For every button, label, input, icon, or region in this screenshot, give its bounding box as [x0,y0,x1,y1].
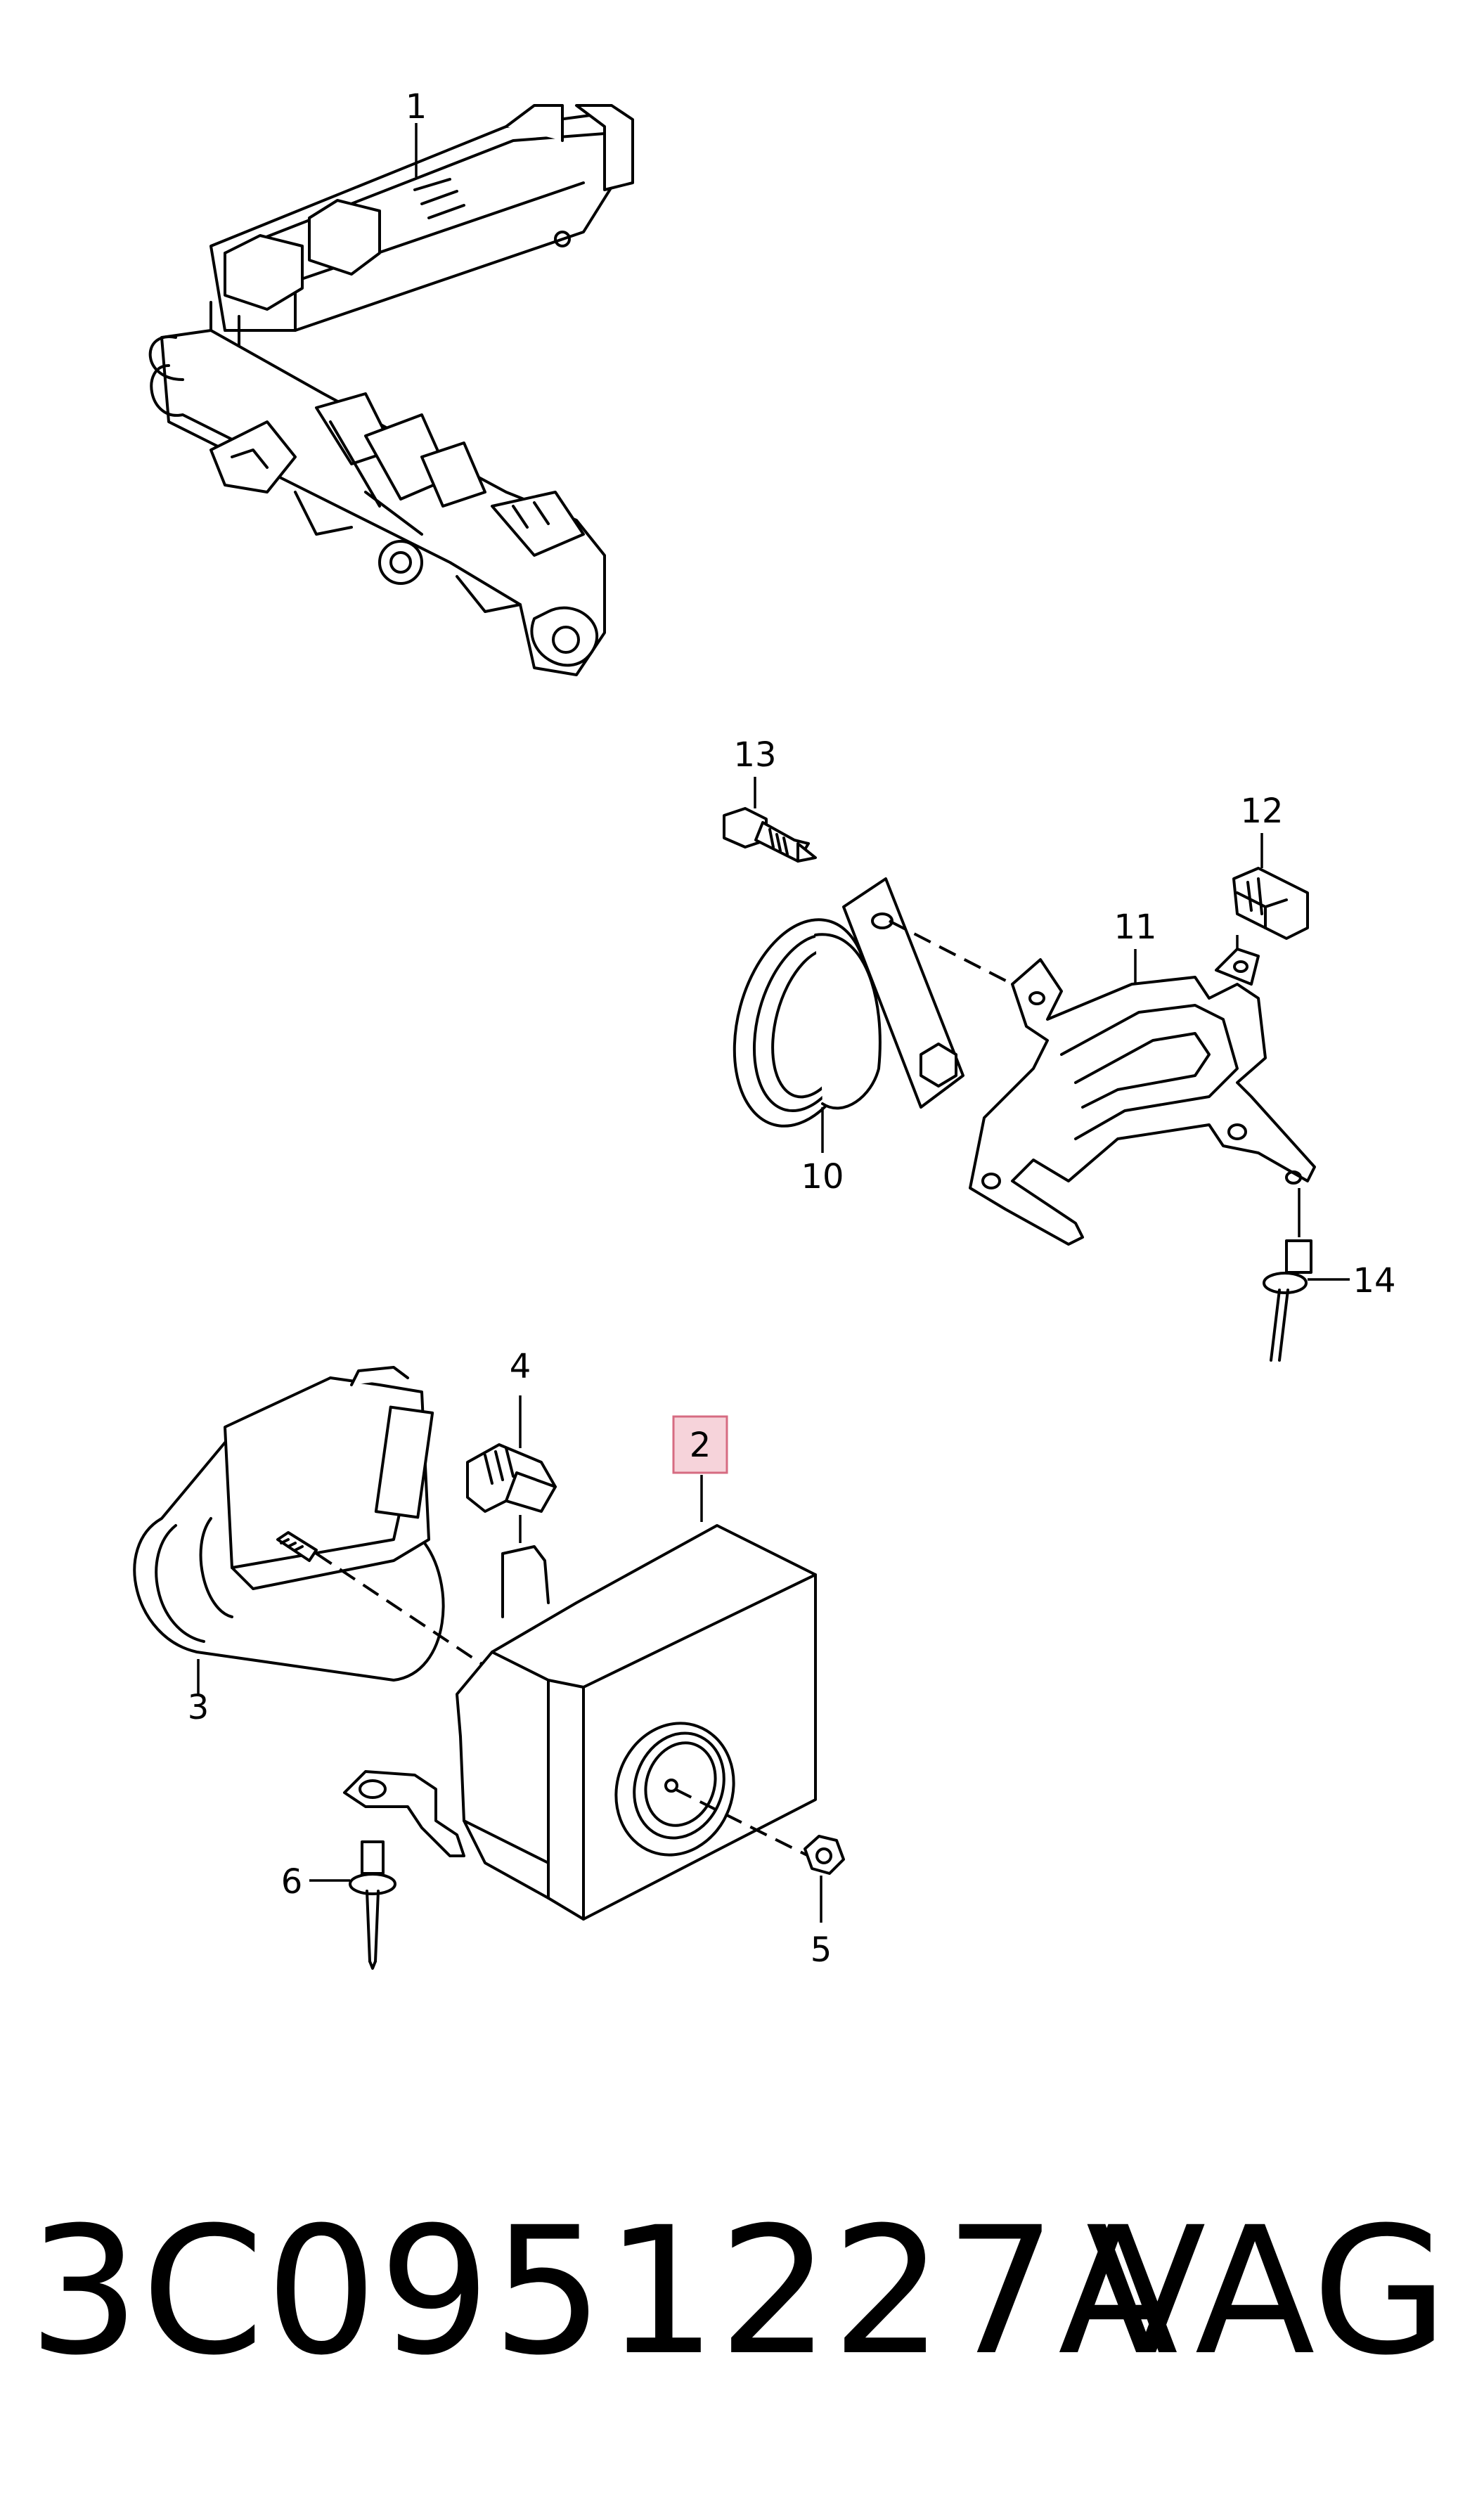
callout-4: 4 [510,1347,531,1386]
assembly-line-bolt [889,920,1020,989]
part-1-control-unit-bracket [148,104,634,676]
part-2-horn-unit [343,1475,817,1921]
callout-11: 11 [1114,908,1156,947]
callout-2-highlight [672,1415,728,1474]
callout-6: 6 [281,1862,303,1902]
callout-10: 10 [801,1157,844,1196]
assembly-line-stud [315,1552,486,1667]
brand-name: VAG [1085,2189,1448,2394]
part-13-bolt [723,777,817,863]
assembly-line-nut [674,1788,809,1857]
footer: 3C0951227A VAG [28,2186,1462,2397]
callout-1: 1 [406,87,427,127]
part-12-clip-nut [1232,833,1309,949]
part-3-horn [133,1366,445,1694]
part-10-horn [733,877,964,1153]
callout-13: 13 [733,735,776,775]
callout-3: 3 [188,1688,209,1727]
part-4-connector [466,1395,557,1543]
callout-14: 14 [1353,1261,1395,1301]
callout-5: 5 [811,1930,832,1970]
callout-labels: 1 2 3 4 5 6 10 11 12 13 14 [188,87,1396,1970]
part-6-rivet [309,1840,396,1970]
part-number: 3C0951227A [28,2189,1180,2394]
part-5-nut [804,1835,845,1923]
part-11-bracket [969,948,1316,1246]
callout-12: 12 [1240,792,1283,831]
part-14-rivet [1263,1188,1350,1362]
callout-2: 2 [690,1426,711,1465]
